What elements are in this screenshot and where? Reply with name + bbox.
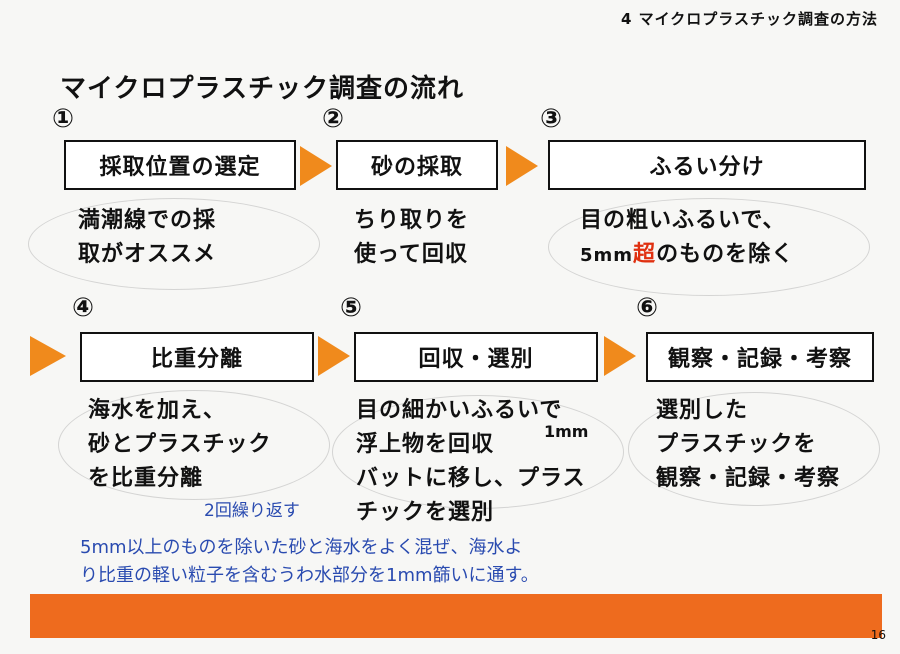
step-4-number: ④ bbox=[72, 293, 95, 323]
step-4-box: 比重分離 bbox=[80, 332, 314, 382]
decor-oval bbox=[548, 198, 870, 296]
step-3-label: ふるい分け bbox=[649, 155, 765, 180]
bottom-note: 5mm以上のものを除いた砂と海水をよく混ぜ、海水よ り比重の軽い粒子を含むうわ水… bbox=[80, 534, 539, 590]
page-number: 16 bbox=[870, 628, 886, 642]
decor-oval bbox=[332, 395, 624, 509]
bottom-note-line1: 5mm以上のものを除いた砂と海水をよく混ぜ、海水よ bbox=[80, 537, 523, 558]
step-3-number: ③ bbox=[540, 104, 563, 134]
decor-oval bbox=[28, 198, 320, 290]
decor-oval bbox=[58, 390, 330, 500]
arrow-right-icon bbox=[300, 146, 332, 186]
step-5-number: ⑤ bbox=[340, 293, 363, 323]
arrow-right-icon bbox=[318, 336, 350, 376]
step-5-label: 回収・選別 bbox=[418, 347, 534, 372]
step-5-box: 回収・選別 bbox=[354, 332, 598, 382]
highlight-over: 超 bbox=[633, 242, 657, 267]
footer-bar bbox=[30, 594, 882, 638]
arrow-right-icon bbox=[604, 336, 636, 376]
step-2-description: ちり取りを 使って回収 bbox=[354, 208, 470, 267]
step-6-label: 観察・記録・考察 bbox=[667, 347, 852, 372]
bottom-note-line2: り比重の軽い粒子を含むうわ水部分を1mm篩いに通す。 bbox=[80, 565, 539, 586]
step-6-description: 選別した プラスチックを 観察・記録・考察 bbox=[656, 398, 841, 491]
step-3-description-line1: 目の粗いふるいで、 bbox=[580, 208, 786, 233]
repeat-note: 2回繰り返す bbox=[204, 501, 300, 521]
step-1-description: 満潮線での採 取がオススメ bbox=[78, 208, 217, 267]
mesh-size-label: 1mm bbox=[544, 422, 589, 441]
step-6-box: 観察・記録・考察 bbox=[646, 332, 874, 382]
step-1-label: 採取位置の選定 bbox=[99, 155, 261, 180]
step-3-box: ふるい分け bbox=[548, 140, 866, 190]
step-4-label: 比重分離 bbox=[150, 347, 243, 372]
step-4-description: 海水を加え、 砂とプラスチック を比重分離 bbox=[88, 398, 272, 491]
decor-oval bbox=[628, 392, 880, 506]
step-2-label: 砂の採取 bbox=[370, 155, 463, 180]
arrow-right-icon bbox=[506, 146, 538, 186]
step-2-box: 砂の採取 bbox=[336, 140, 498, 190]
size-5mm: 5mm bbox=[580, 245, 634, 266]
step-2-number: ② bbox=[322, 104, 345, 134]
step-3-description: 目の粗いふるいで、 5mm超のものを除く bbox=[580, 204, 794, 273]
page-title: マイクロプラスチック調査の流れ bbox=[60, 74, 464, 104]
arrow-right-icon bbox=[30, 336, 66, 376]
step-6-number: ⑥ bbox=[636, 293, 659, 323]
step-5-description: 目の細かいふるいで 浮上物を回収 バットに移し、プラス チックを選別 bbox=[356, 398, 586, 525]
section-header: 4 マイクロプラスチック調査の方法 bbox=[620, 10, 878, 28]
step-1-box: 採取位置の選定 bbox=[64, 140, 296, 190]
step-3-description-line2: 5mm超のものを除く bbox=[580, 242, 795, 267]
step-1-number: ① bbox=[52, 104, 75, 134]
